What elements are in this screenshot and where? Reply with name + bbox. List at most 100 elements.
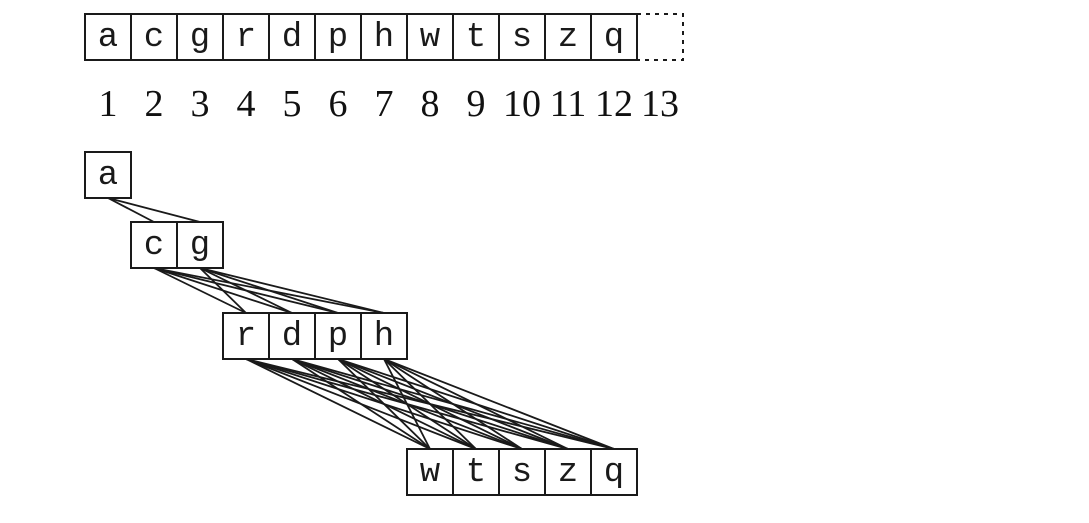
tree-node-c-label: c [144,227,164,265]
array-cell-12-box [590,13,638,61]
tree-node-a-box [84,151,132,199]
tree-edge [383,358,523,450]
array-cell-3: g [176,13,224,61]
array-cell-3-label: g [190,19,210,57]
tree-node-q-box [590,448,638,496]
array-cell-6: p [314,13,362,61]
tree-node-r-box [222,312,270,360]
array-index-2: 2 [145,83,164,125]
array-cell-11: z [544,13,592,61]
array-index-6: 6 [329,83,348,125]
tree-node-r-label: r [236,318,256,356]
array-cell-8-label: w [420,19,441,57]
array-index-3: 3 [191,83,210,125]
tree-node-g-label: g [190,227,210,265]
array-cell-12-label: q [604,19,624,57]
tree-node-z-box [544,448,592,496]
tree-edge [199,267,385,314]
array-cell-7: h [360,13,408,61]
tree-node-s-box [498,448,546,496]
array-cell-12: q [590,13,638,61]
array-cell-4-label: r [236,19,256,57]
array-index-12: 12 [595,83,633,125]
tree-node-d-label: d [282,318,302,356]
tree-node-d: d [268,312,316,360]
tree-node-g-box [176,221,224,269]
tree-level-0: a [84,151,132,199]
tree-edge [291,358,431,450]
tree-node-t-box [452,448,500,496]
array-cell-5-box [268,13,316,61]
array-cell-10-label: s [512,19,532,57]
tree-node-q-label: q [604,454,624,492]
tree-node-h-box [360,312,408,360]
array-index-10: 10 [503,83,541,125]
array-cell-1: a [84,13,132,61]
tree-edge [383,358,569,450]
tree-node-a: a [84,151,132,199]
tree-edge [337,358,431,450]
array-cell-6-box [314,13,362,61]
tree-node-q: q [590,448,638,496]
array-cell-5-label: d [282,19,302,57]
tree-node-h: h [360,312,408,360]
array-index-13: 13 [641,83,679,125]
array-index-9: 9 [467,83,486,125]
tree-edge [153,267,247,314]
array-cell-7-label: h [374,19,394,57]
array-cell-2: c [130,13,178,61]
array-cell-7-box [360,13,408,61]
array-index-7: 7 [375,83,394,125]
tree-edges [107,197,615,450]
tree-node-a-label: a [98,157,118,195]
array-cell-9: t [452,13,500,61]
array-index-1: 1 [99,83,118,125]
array-cell-6-label: p [328,19,348,57]
array-cell-9-label: t [466,19,486,57]
tree-node-p-box [314,312,362,360]
tree-node-p-label: p [328,318,348,356]
array-index-4: 4 [237,83,256,125]
tree-edge [199,267,339,314]
array-cell-5: d [268,13,316,61]
tree-edge [199,267,293,314]
tree-edge [199,267,247,314]
array-index-11: 11 [550,83,587,125]
tree-node-g: g [176,221,224,269]
tree-node-r: r [222,312,270,360]
tree-node-w: w [406,448,454,496]
tree-node-s-label: s [512,454,532,492]
array-index-8: 8 [421,83,440,125]
array-cell-11-label: z [558,19,578,57]
array-cell-4-box [222,13,270,61]
array-index-5: 5 [283,83,302,125]
tree-node-t: t [452,448,500,496]
tree-node-p: p [314,312,362,360]
array-empty-slot [636,13,684,61]
tree-node-t-label: t [466,454,486,492]
tree-node-c-box [130,221,178,269]
tree-node-h-label: h [374,318,394,356]
array-cell-10: s [498,13,546,61]
tree-edge [245,358,431,450]
array-cell-1-label: a [98,19,118,57]
tree-edge [383,358,477,450]
tree-edge [107,197,201,223]
tree-edge [383,358,431,450]
array-cell-4: r [222,13,270,61]
tree-node-w-box [406,448,454,496]
tree-node-c: c [130,221,178,269]
tree-node-s: s [498,448,546,496]
tree-node-w-label: w [420,454,441,492]
tree-node-z-label: z [558,454,578,492]
array-cell-8: w [406,13,454,61]
array-cell-2-label: c [144,19,164,57]
tree-edge [107,197,155,223]
